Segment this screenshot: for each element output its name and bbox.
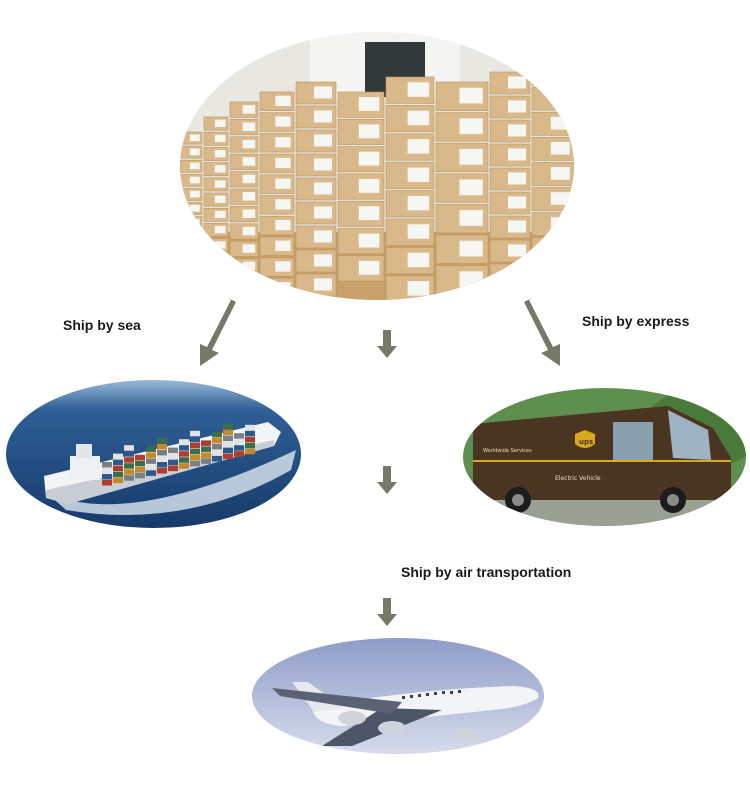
warehouse-cartons-image	[180, 32, 574, 300]
ups-logo-text: ups	[579, 438, 593, 446]
arrow-to-sea-icon	[200, 298, 236, 366]
van-electric-text: Electric Vehicle	[555, 475, 601, 482]
airplane-illustration	[252, 638, 544, 754]
arrow-down-icon	[377, 598, 397, 626]
arrow-down-icon	[377, 466, 397, 494]
ship-by-sea-label: Ship by sea	[63, 317, 141, 333]
delivery-van-illustration: ups Worldwide Services Electric Vehicle	[463, 388, 746, 526]
ship-containers	[102, 423, 255, 486]
container-ship-illustration	[6, 380, 301, 528]
ship-by-express-label: Ship by express	[582, 313, 690, 329]
van-side-text: Worldwide Services	[483, 448, 532, 454]
airplane-image	[252, 638, 544, 754]
ship-by-air-label: Ship by air transportation	[401, 564, 572, 580]
arrow-down-icon	[377, 330, 397, 358]
delivery-van-image: ups Worldwide Services Electric Vehicle	[463, 388, 746, 526]
container-ship-image	[6, 380, 301, 528]
warehouse-illustration	[180, 32, 574, 300]
arrow-to-express-icon	[524, 298, 560, 366]
